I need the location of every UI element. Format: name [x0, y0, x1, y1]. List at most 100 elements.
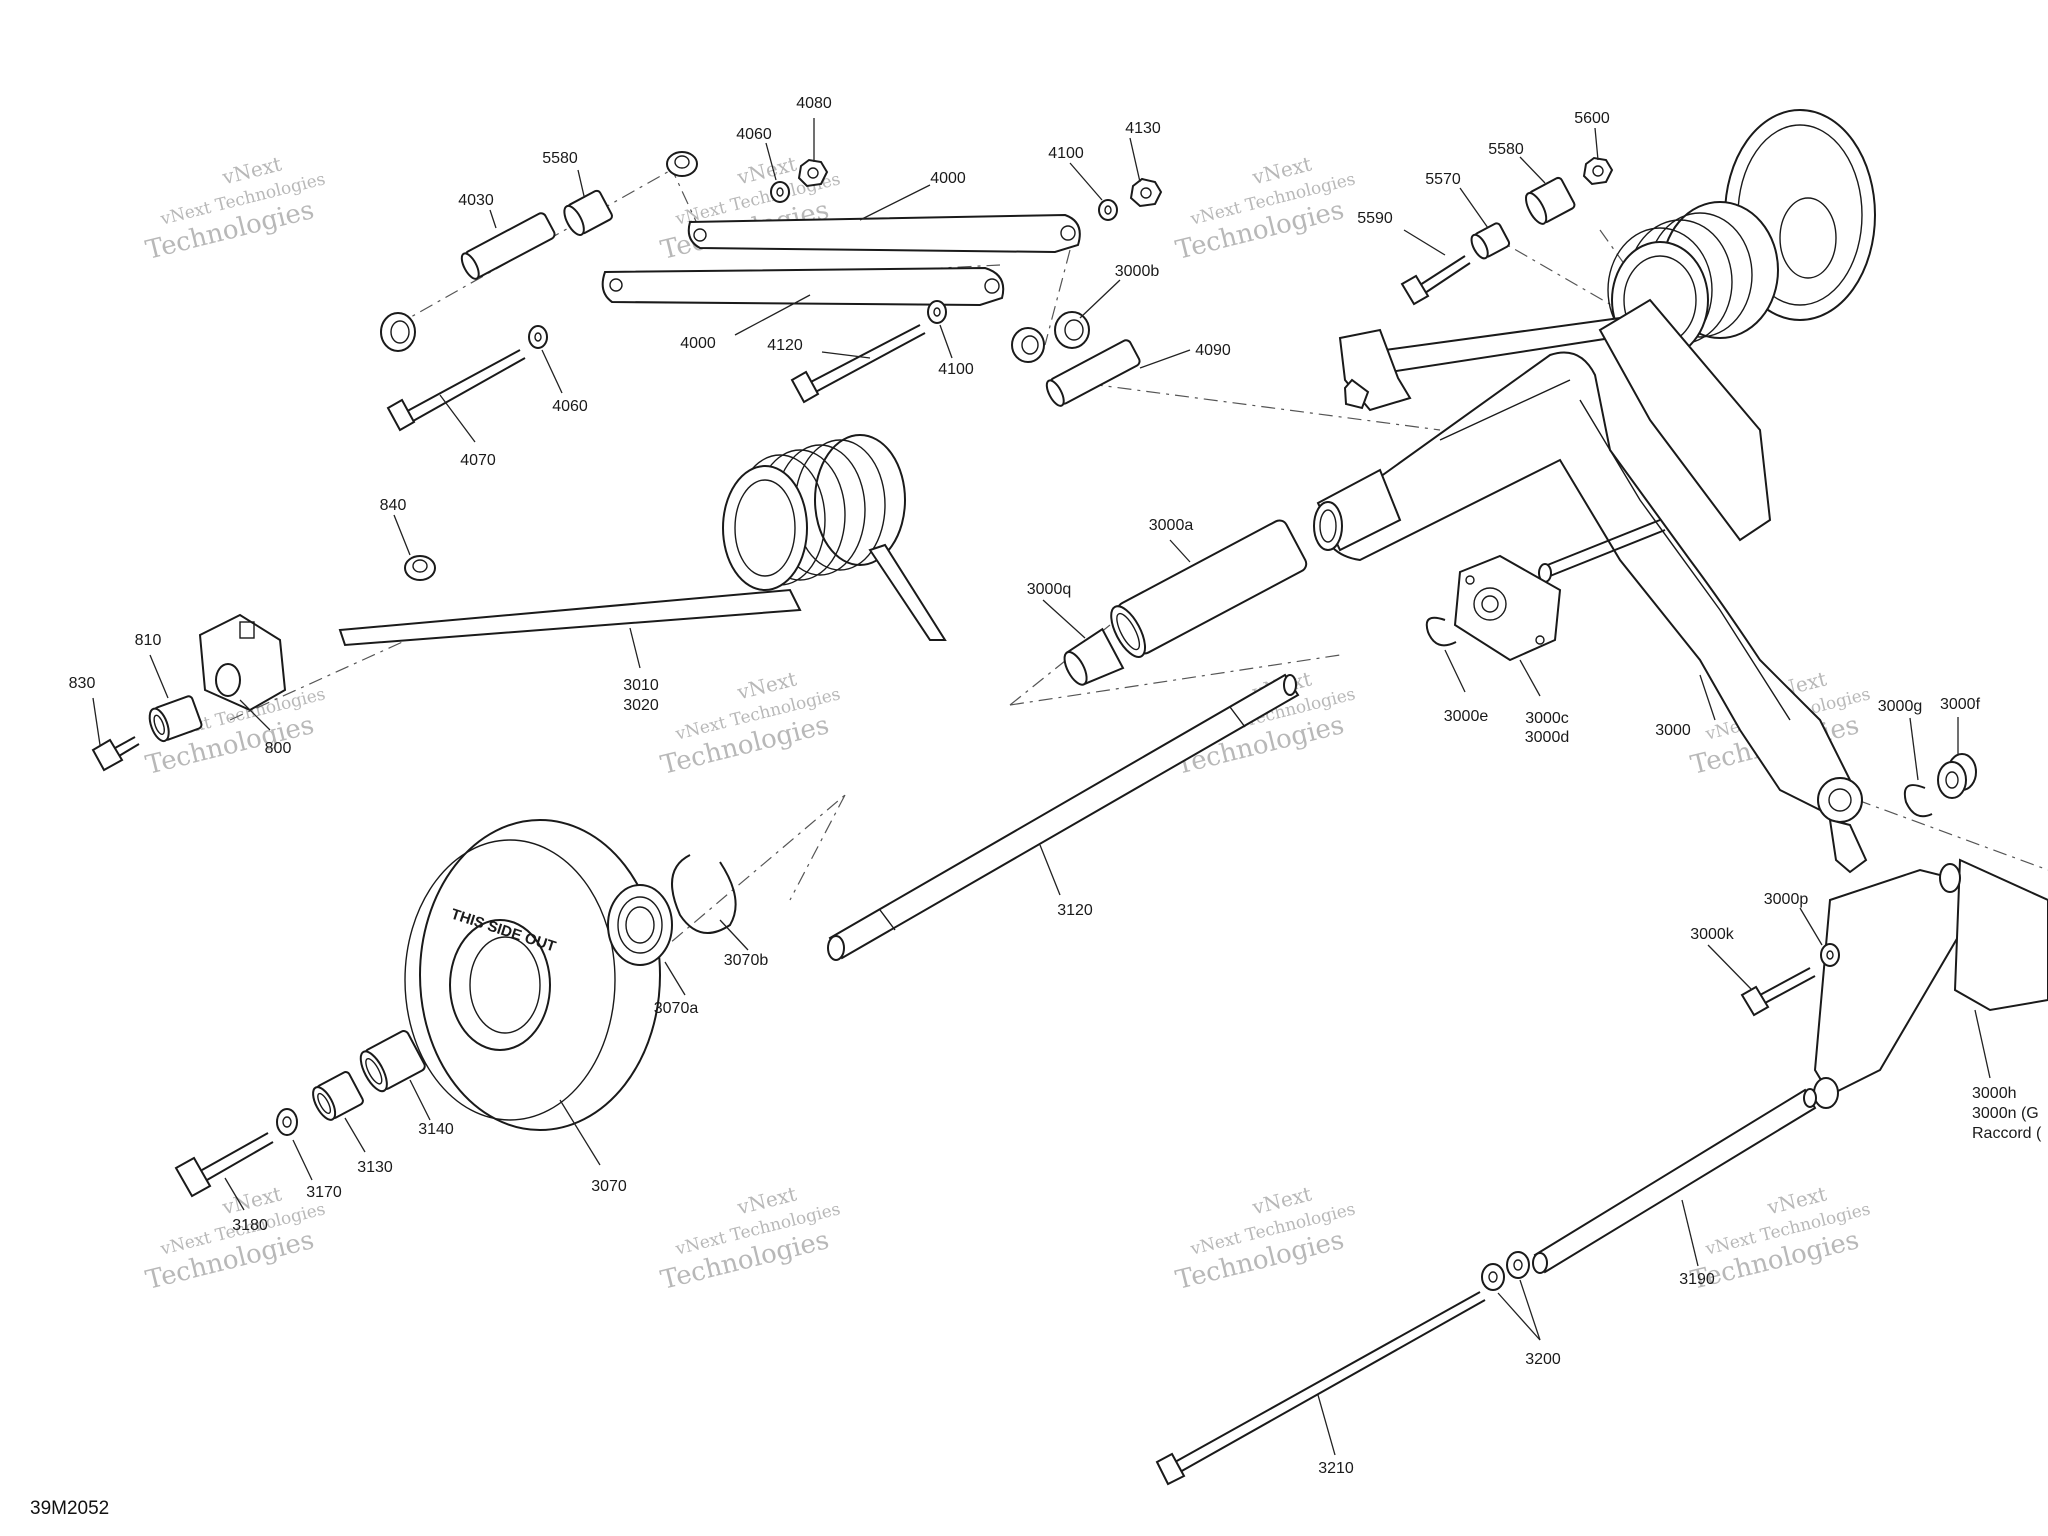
upper-link-assembly	[380, 151, 1163, 432]
label-3000q: 3000q	[1027, 581, 1072, 598]
label-4080: 4080	[796, 95, 832, 112]
washer-4060-bottom	[528, 325, 548, 349]
ring-3000g	[1903, 784, 1933, 818]
label-3070a: 3070a	[654, 1000, 699, 1017]
label-5590: 5590	[1357, 210, 1393, 227]
label-3000n: 3000n (G	[1972, 1105, 2039, 1122]
label-3070: 3070	[591, 1178, 627, 1195]
label-4060-bottom: 4060	[552, 398, 588, 415]
label-3000k: 3000k	[1690, 926, 1735, 943]
leader-lines	[92, 118, 1991, 1456]
bolt-830	[91, 736, 140, 772]
sleeve-4090	[1045, 339, 1141, 407]
bolt-3180	[174, 1132, 274, 1198]
label-3000d: 3000d	[1525, 729, 1570, 746]
callout-labels: 4080 4060 5580 4030 4000 4100 4130 3000b…	[69, 95, 2042, 1477]
label-3210: 3210	[1318, 1460, 1354, 1477]
label-3170: 3170	[306, 1184, 342, 1201]
bearing-3000f	[1937, 753, 1977, 799]
bracket-3000h	[1813, 858, 2048, 1109]
label-5580-right: 5580	[1488, 141, 1524, 158]
label-raccord: Raccord (	[1972, 1125, 2042, 1142]
washer-3200b	[1506, 1251, 1530, 1279]
label-3120: 3120	[1057, 902, 1093, 919]
label-5580-left: 5580	[542, 150, 578, 167]
label-840: 840	[380, 497, 407, 514]
label-4090: 4090	[1195, 342, 1231, 359]
label-810: 810	[135, 632, 162, 649]
label-4000-upper: 4000	[930, 170, 966, 187]
bracket-3000c	[1453, 554, 1562, 662]
wheel-3070: THIS SIDE OUT	[404, 819, 661, 1131]
clip-3000e	[1425, 616, 1457, 647]
flange-bushing-left	[380, 312, 416, 352]
bushing-5580-left	[563, 189, 613, 236]
bushing-5580-right	[1525, 176, 1576, 225]
nut-5600	[1582, 156, 1614, 186]
label-4100-lower: 4100	[938, 361, 974, 378]
frame-arm	[1318, 298, 1868, 874]
nut-4130	[1129, 177, 1163, 208]
link-4000-lower	[601, 266, 1005, 307]
label-4120: 4120	[767, 337, 803, 354]
label-3130: 3130	[357, 1159, 393, 1176]
label-3000e: 3000e	[1444, 708, 1489, 725]
label-4100-upper: 4100	[1048, 145, 1084, 162]
label-3000a: 3000a	[1149, 517, 1194, 534]
label-5600: 5600	[1574, 110, 1610, 127]
label-3000f: 3000f	[1940, 696, 1981, 713]
label-3190: 3190	[1679, 1271, 1715, 1288]
label-3000b: 3000b	[1115, 263, 1160, 280]
washer-3170	[276, 1108, 298, 1136]
bushing-3140	[359, 1030, 426, 1093]
ring-3070b	[671, 854, 737, 934]
sleeve-4030	[460, 212, 556, 280]
torsion-spring-assembly	[91, 434, 947, 772]
bearing-3070a	[607, 884, 673, 966]
label-3000g: 3000g	[1878, 698, 1923, 715]
cap-upper	[666, 151, 698, 177]
label-3070b: 3070b	[724, 952, 769, 969]
main-frame-3000	[1063, 109, 2048, 1109]
washer-4060-top	[770, 181, 790, 203]
label-3000: 3000	[1655, 722, 1691, 739]
shaft-3120	[827, 673, 1300, 961]
label-4130: 4130	[1125, 120, 1161, 137]
label-3010: 3010	[623, 677, 659, 694]
cone-3000q	[1063, 627, 1125, 686]
label-3180: 3180	[232, 1217, 268, 1234]
label-4060-top: 4060	[736, 126, 772, 143]
washer-3200a	[1481, 1263, 1505, 1291]
spacer-3130	[312, 1071, 364, 1121]
spring-3010	[338, 434, 947, 647]
spacer-5570	[1470, 222, 1511, 260]
label-3140: 3140	[418, 1121, 454, 1138]
rod-3210	[1155, 1291, 1486, 1486]
label-800: 800	[265, 740, 292, 757]
label-4070: 4070	[460, 452, 496, 469]
cross-tube-upper	[1338, 316, 1626, 412]
label-3000p: 3000p	[1764, 891, 1809, 908]
bushing-3000b	[1011, 311, 1090, 363]
lower-shafts	[1155, 1088, 1817, 1486]
frame-tube-end	[1313, 468, 1402, 552]
washer-3000p	[1820, 943, 1840, 967]
washer-4100-lower	[927, 300, 947, 324]
label-3020: 3020	[623, 697, 659, 714]
label-3000h: 3000h	[1972, 1085, 2017, 1102]
label-4030: 4030	[458, 192, 494, 209]
label-4000-lower: 4000	[680, 335, 716, 352]
bolt-4070	[386, 349, 526, 432]
label-3000c: 3000c	[1525, 710, 1569, 727]
label-5570: 5570	[1425, 171, 1461, 188]
sleeve-810	[148, 695, 203, 743]
upper-right-hardware	[1400, 156, 1614, 306]
link-4000-upper	[687, 213, 1081, 254]
wheel-assembly-lower: THIS SIDE OUT	[174, 819, 737, 1198]
bolt-4120	[790, 324, 926, 404]
